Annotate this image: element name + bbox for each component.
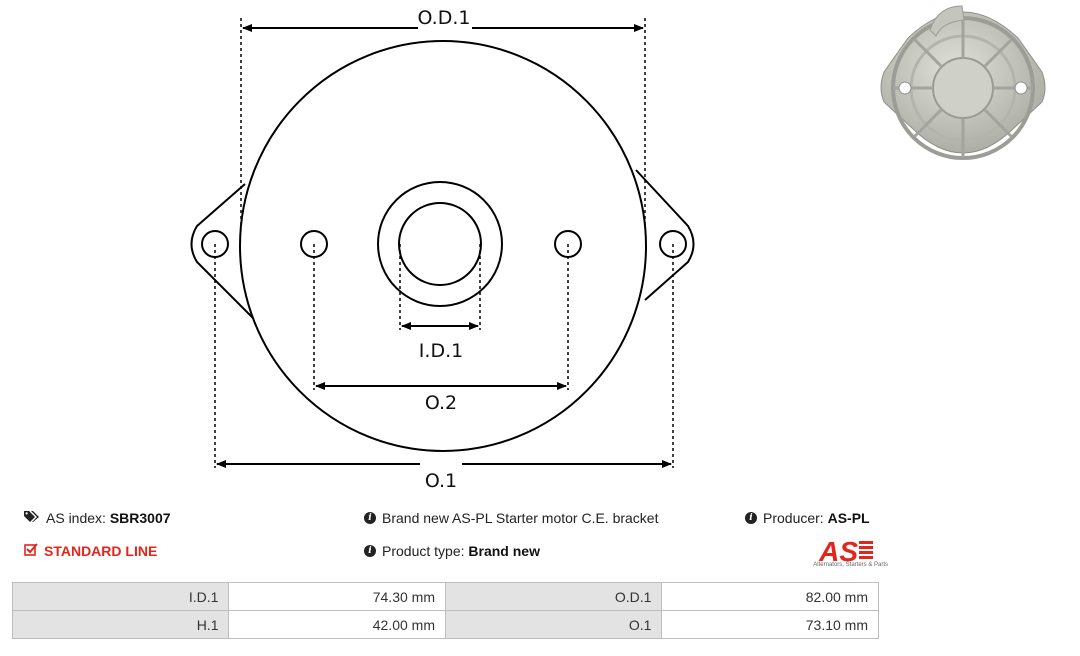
spec-value: 73.10 mm: [661, 610, 879, 639]
main-body-circle: [239, 40, 647, 452]
technical-drawing: O.D.1 I.D.1 O.2 O.1: [190, 7, 695, 492]
info-circle-icon: i: [745, 512, 757, 524]
spec-value: 42.00 mm: [228, 610, 446, 639]
hub-inner-circle: [398, 202, 482, 286]
product-type-value: Brand new: [468, 543, 540, 559]
description-text: Brand new AS-PL Starter motor C.E. brack…: [382, 510, 659, 526]
spec-label: O.1: [444, 610, 663, 639]
spec-table: I.D.1 74.30 mm O.D.1 82.00 mm H.1 42.00 …: [11, 582, 879, 639]
info-circle-icon: i: [364, 512, 376, 524]
spec-label: H.1: [11, 610, 230, 639]
od1-label: O.D.1: [418, 7, 471, 29]
product-photo: [880, 5, 1046, 160]
as-index-value: SBR3007: [109, 510, 171, 526]
tags-icon: [24, 510, 40, 526]
extension-lines: [214, 18, 674, 468]
producer: i Producer: AS-PL: [745, 510, 870, 526]
table-row: H.1 42.00 mm O.1 73.10 mm: [11, 610, 879, 639]
as-index: AS index: SBR3007: [24, 510, 171, 526]
spec-label: O.D.1: [444, 582, 663, 611]
spec-value: 74.30 mm: [228, 582, 446, 611]
o2-label: O.2: [425, 392, 457, 414]
as-index-label: AS index:: [46, 510, 106, 526]
spec-label: I.D.1: [11, 582, 230, 611]
product-type-label: Product type:: [382, 543, 465, 559]
id1-label: I.D.1: [419, 340, 463, 362]
product-description: i Brand new AS-PL Starter motor C.E. bra…: [364, 510, 659, 526]
o1-label: O.1: [425, 470, 457, 492]
hub-outer-circle: [377, 181, 503, 307]
logo-tagline: Alternators, Starters & Parts: [813, 562, 888, 568]
check-square-icon: [24, 543, 38, 559]
producer-label: Producer:: [763, 510, 824, 526]
as-pl-logo: AS: [818, 536, 873, 567]
svg-text:AS: AS: [818, 536, 858, 567]
info-circle-icon: i: [364, 545, 376, 557]
product-type: i Product type: Brand new: [364, 543, 540, 559]
table-row: I.D.1 74.30 mm O.D.1 82.00 mm: [11, 582, 879, 611]
standard-line-text: STANDARD LINE: [44, 543, 158, 559]
producer-value: AS-PL: [827, 510, 870, 526]
spec-value: 82.00 mm: [661, 582, 879, 611]
standard-line-badge: STANDARD LINE: [24, 543, 157, 559]
